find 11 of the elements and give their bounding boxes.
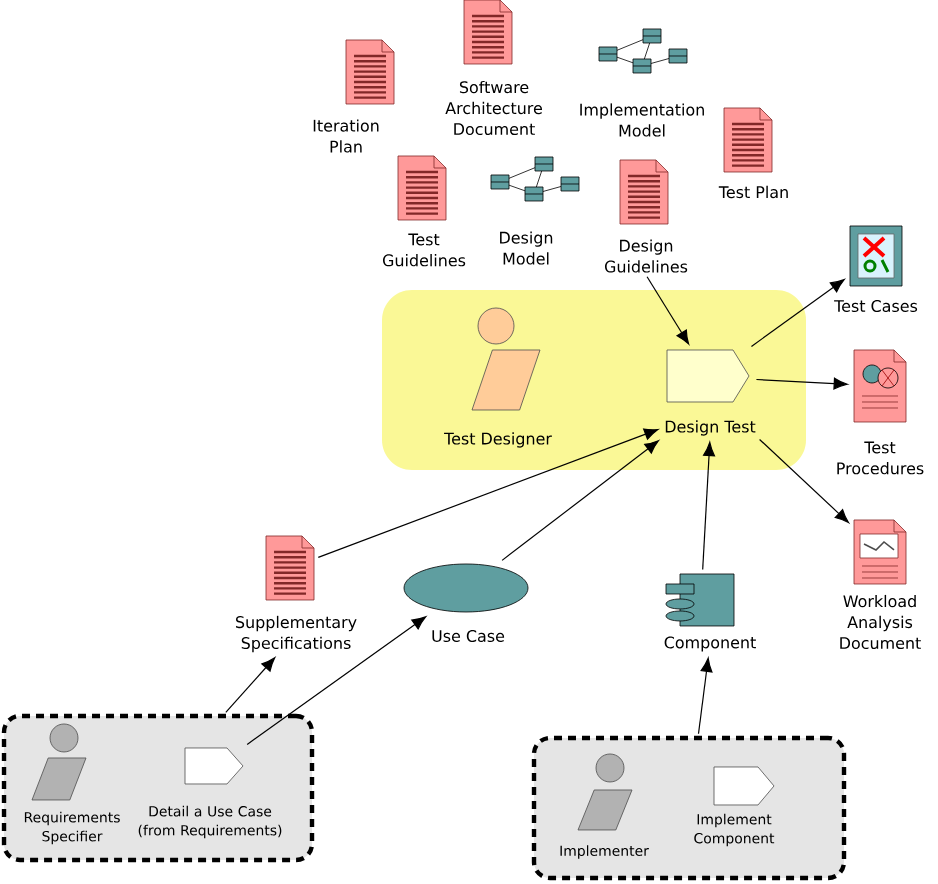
arrow <box>697 657 713 735</box>
arrow <box>702 441 716 571</box>
arrow <box>755 377 848 390</box>
arrow <box>246 616 427 745</box>
arrow <box>317 428 659 558</box>
arrow <box>501 440 660 561</box>
dashed-group-box <box>1 713 315 863</box>
arrow <box>225 657 276 713</box>
arrow <box>750 279 845 348</box>
arrow <box>759 438 850 524</box>
dashed-group-box <box>531 735 847 881</box>
